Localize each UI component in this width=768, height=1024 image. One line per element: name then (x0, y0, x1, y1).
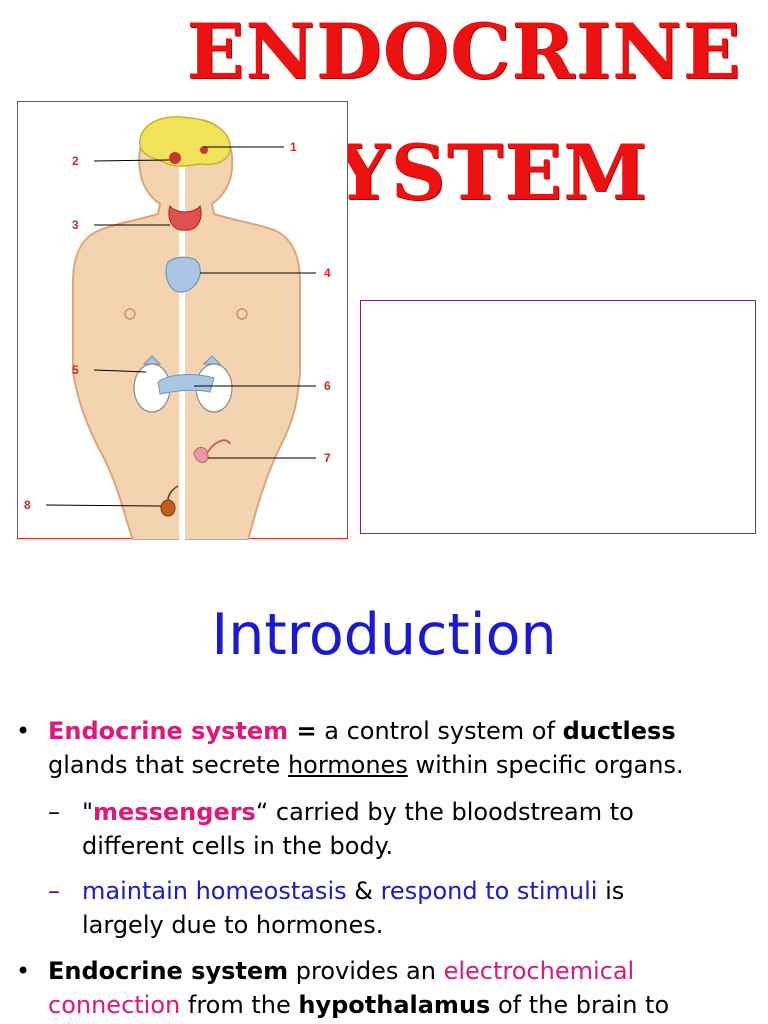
label-6: 6 (324, 379, 331, 393)
label-5: 5 (72, 363, 79, 377)
keyword-connection: connection (48, 991, 181, 1019)
label-2: 2 (72, 154, 79, 168)
thyroid (168, 204, 202, 231)
title-line-1: ENDOCRINE (186, 7, 742, 96)
ovary (193, 447, 209, 463)
empty-placeholder-box (360, 300, 756, 534)
keyword-hormones: hormones (287, 751, 408, 779)
leader-8 (45, 504, 162, 507)
brain (139, 116, 231, 167)
equals-sign: = (288, 717, 317, 745)
subbullet-1: – "messengers“ carried by the bloodstrea… (48, 795, 758, 863)
subbullet-2: – maintain homeostasis & respond to stim… (48, 874, 758, 942)
leader-2 (93, 159, 170, 162)
keyword-homeostasis: maintain homeostasis (82, 877, 347, 905)
term: Endocrine system (48, 957, 289, 985)
keyword-messengers: messengers (93, 798, 256, 826)
leader-5 (93, 369, 147, 373)
dash: – (48, 877, 60, 905)
dash: – (48, 798, 60, 826)
label-8: 8 (24, 498, 31, 512)
endocrine-figure: 1 2 3 4 5 6 7 8 (17, 101, 348, 540)
keyword-ductless: ductless (562, 717, 676, 745)
midline (179, 112, 185, 540)
testis (160, 499, 176, 517)
label-1: 1 (290, 140, 297, 154)
nipple-left (124, 308, 136, 320)
thymus (165, 256, 201, 293)
label-3: 3 (72, 218, 79, 232)
uterus-tube (207, 439, 231, 453)
keyword-electrochemical: electrochemical (443, 957, 635, 985)
keyword-respond-stimuli: respond to stimuli (380, 877, 598, 905)
pituitary (169, 152, 181, 164)
spermatic-cord (167, 485, 179, 501)
endocrine-illustration: 1 2 3 4 5 6 7 8 (24, 112, 331, 540)
label-7: 7 (324, 451, 331, 465)
pineal (200, 146, 208, 154)
body-silhouette (72, 119, 301, 540)
bullet-2: • Endocrine system provides an electroch… (16, 954, 756, 1022)
bullet-dot: • (16, 957, 31, 985)
nipple-right (236, 308, 248, 320)
section-heading: Introduction (211, 602, 557, 668)
term: Endocrine system (48, 717, 289, 745)
pancreas (157, 374, 215, 395)
bullet-dot: • (16, 717, 31, 745)
label-4: 4 (324, 266, 331, 280)
bullet-1: • Endocrine system = a control system of… (16, 714, 756, 782)
keyword-hypothalamus: hypothalamus (298, 991, 491, 1019)
